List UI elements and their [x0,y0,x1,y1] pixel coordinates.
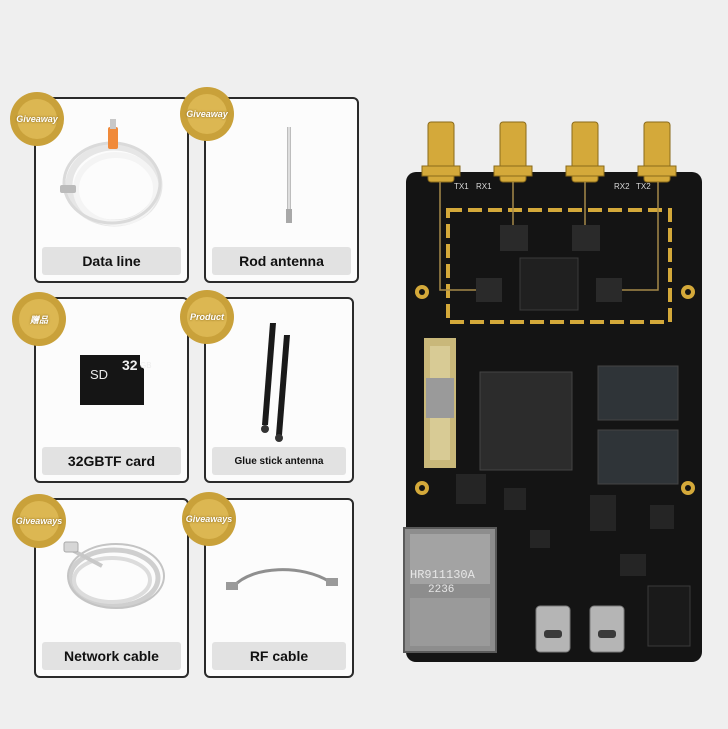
item-card-data-line: Data line [34,97,189,283]
rod-antenna-icon [212,105,351,243]
item-label: Network cable [42,642,181,670]
port-label-rx2: RX2 [614,182,630,191]
glue-stick-antenna-icon [212,305,346,443]
sd-unit: GB [140,361,152,370]
svg-text:SD: SD [90,367,108,382]
giveaway-badge: Giveaways [10,492,68,550]
network-cable-icon [42,506,181,638]
ethernet-jack-code: 2236 [428,584,455,596]
item-label: Rod antenna [212,247,351,275]
item-label: RF cable [212,642,346,670]
microsd-card-icon: SD [42,305,181,443]
product-badge: Product [178,288,236,346]
giveaway-badge: Giveaways [180,490,238,548]
gift-badge: 赠品 [10,290,68,348]
item-card-32gbtf-card: SD 32 GB 32GBTF card [34,297,189,483]
item-label: Data line [42,247,181,275]
sd-capacity: 32 [122,357,138,373]
port-label-tx2: TX2 [636,182,651,191]
giveaway-badge: Giveaway [8,90,66,148]
usb-cable-icon [42,105,181,243]
port-label-tx1: TX1 [454,182,469,191]
item-label: 32GBTF card [42,447,181,475]
item-label: Glue stick antenna [212,447,346,475]
port-label-rx1: RX1 [476,182,492,191]
giveaway-badge: Giveaway [178,85,236,143]
rf-cable-icon [212,506,346,638]
item-card-glue-stick-antenna: Glue stick antenna [204,297,354,483]
ethernet-jack-model: HR911130A [410,568,475,582]
sdr-circuit-board: TX1 RX1 RX2 TX2 HR911130A 2236 [400,110,710,670]
